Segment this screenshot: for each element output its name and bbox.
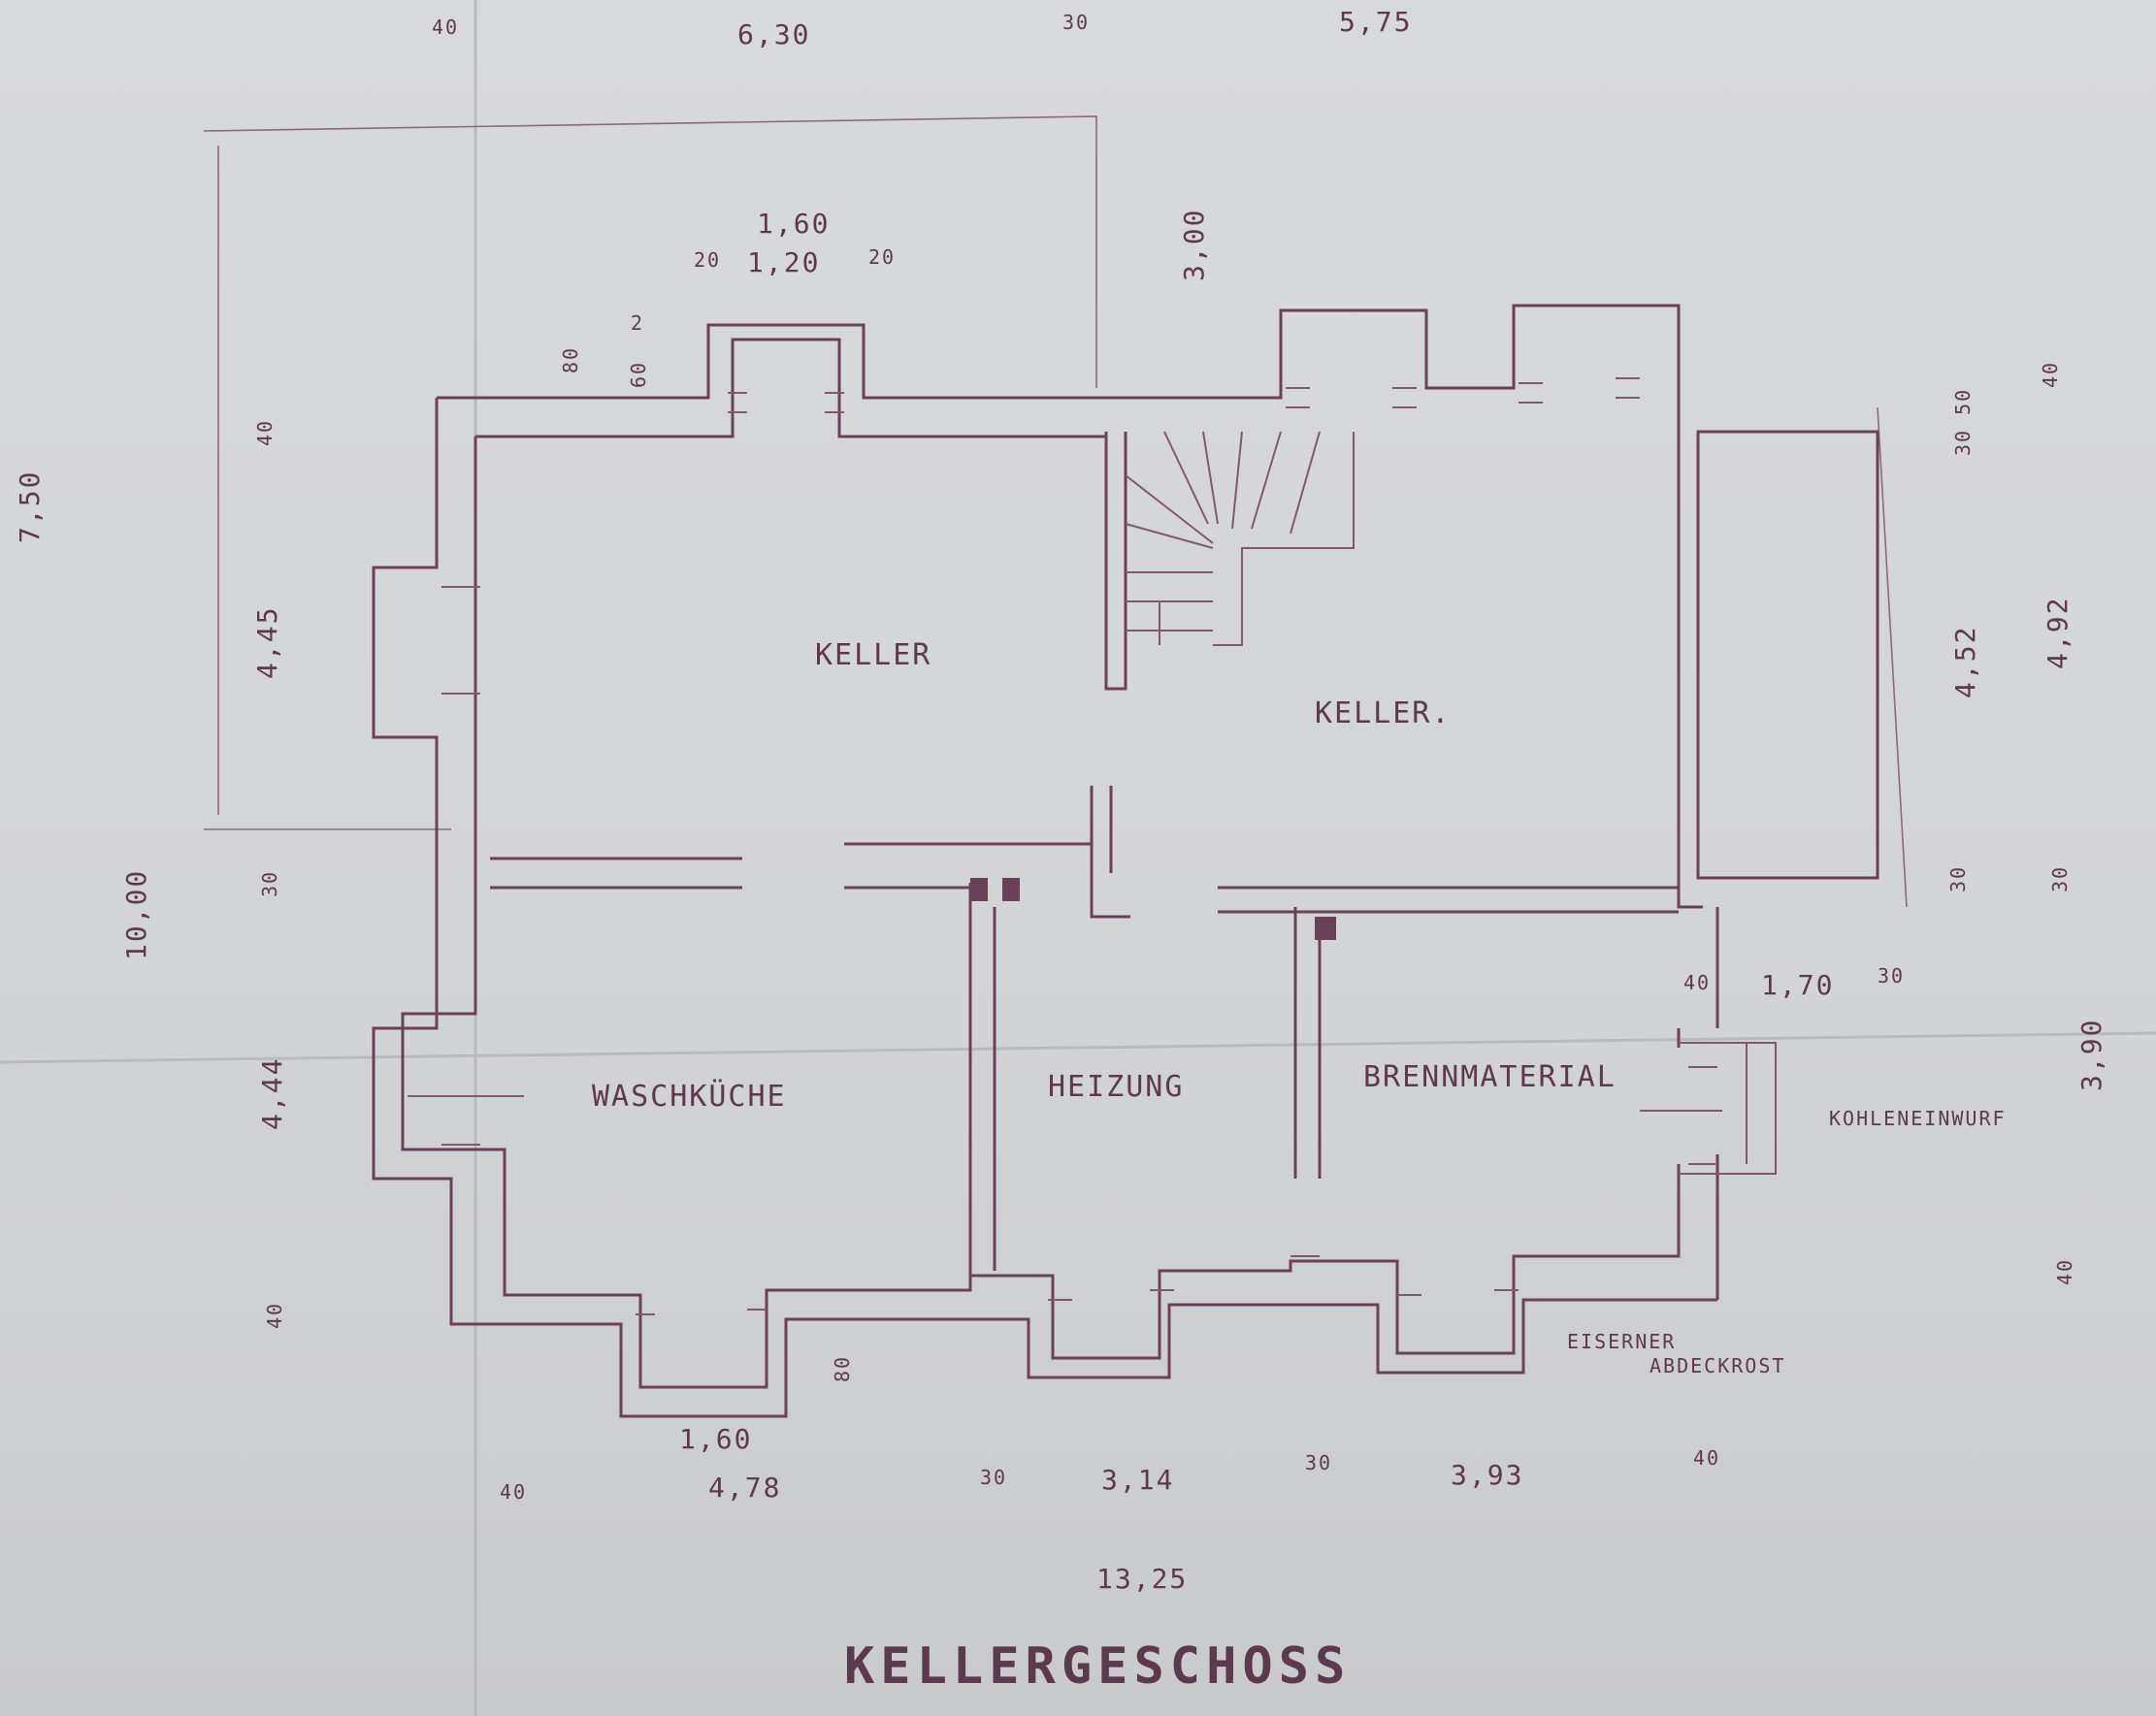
dim-390: 3,90 [2075,1019,2107,1091]
dim-445-upper: 4,45 [251,606,283,679]
dim-30-50: 30 50 [1951,388,1975,456]
annotation-kohleneinwurf: KOHLENEINWURF [1829,1107,2007,1130]
dim-40-right-top: 40 [2039,361,2062,388]
interior-walls [490,786,1679,1285]
dim-30-left: 30 [258,870,281,897]
dim-80-top: 80 [559,346,582,373]
coal-chute [1640,1042,1777,1175]
dim-30-right-1: 30 [1946,865,1970,892]
dim-120: 1,20 [747,246,820,278]
dim-bottom-393: 3,93 [1451,1459,1523,1491]
dim-top-30: 30 [1062,11,1090,34]
dim-80-bottom: 80 [831,1355,854,1382]
dimension-frame [203,115,1908,908]
dim-452: 4,52 [1949,626,1981,698]
dim-bottom-30a: 30 [980,1466,1007,1489]
dim-20-right: 20 [868,245,896,269]
dim-160-bottom: 1,60 [679,1423,752,1455]
room-label-keller-right: KELLER. [1315,696,1451,730]
dim-30-mid: 30 [1878,964,1905,988]
room-label-heizung: HEIZUNG [1048,1070,1184,1104]
dim-2: 2 [631,311,644,335]
storage-niche [1696,430,1879,880]
paper-fold-horizontal [0,1031,2156,1064]
dim-top-575: 5,75 [1339,6,1412,38]
annotation-eiserner: EISERNER [1567,1330,1676,1353]
dim-40-bottom-left: 40 [263,1302,286,1329]
dim-bottom-314: 3,14 [1101,1464,1174,1496]
dim-bottom-40b: 40 [1693,1446,1720,1470]
dim-170: 1,70 [1761,969,1834,1001]
annotation-abdeckrost: ABDECKROST [1650,1354,1785,1377]
dim-160-top: 1,60 [757,208,830,240]
dim-492: 4,92 [2042,597,2074,669]
dim-30-right-2: 30 [2048,865,2072,892]
dim-top-630: 6,30 [737,18,810,50]
dim-444: 4,44 [256,1057,288,1130]
dim-1000: 10,00 [120,869,152,960]
outer-walls [372,304,1719,1418]
dim-bottom-1325: 13,25 [1096,1563,1188,1595]
dim-300: 3,00 [1178,209,1210,281]
dim-20-left: 20 [694,248,721,272]
dim-40-left: 40 [253,419,277,446]
dim-bottom-30b: 30 [1305,1451,1332,1474]
staircase [1104,431,1355,691]
dim-750: 7,50 [14,470,46,543]
dim-40-right-bottom: 40 [2053,1258,2076,1285]
dim-top-40: 40 [432,16,459,39]
plan-title: KELLERGESCHOSS [844,1637,1351,1696]
room-label-waschkueche: WASCHKÜCHE [592,1079,787,1114]
dim-bottom-478: 4,78 [708,1472,781,1504]
room-label-keller-left: KELLER [815,638,931,672]
dim-40-mid: 40 [1683,971,1711,994]
window-marks [408,377,1717,1315]
room-label-brennmaterial: BRENNMATERIAL [1363,1060,1617,1094]
chimney-flues [970,878,1336,940]
dim-bottom-40a: 40 [500,1480,527,1504]
dim-60: 60 [627,361,650,388]
